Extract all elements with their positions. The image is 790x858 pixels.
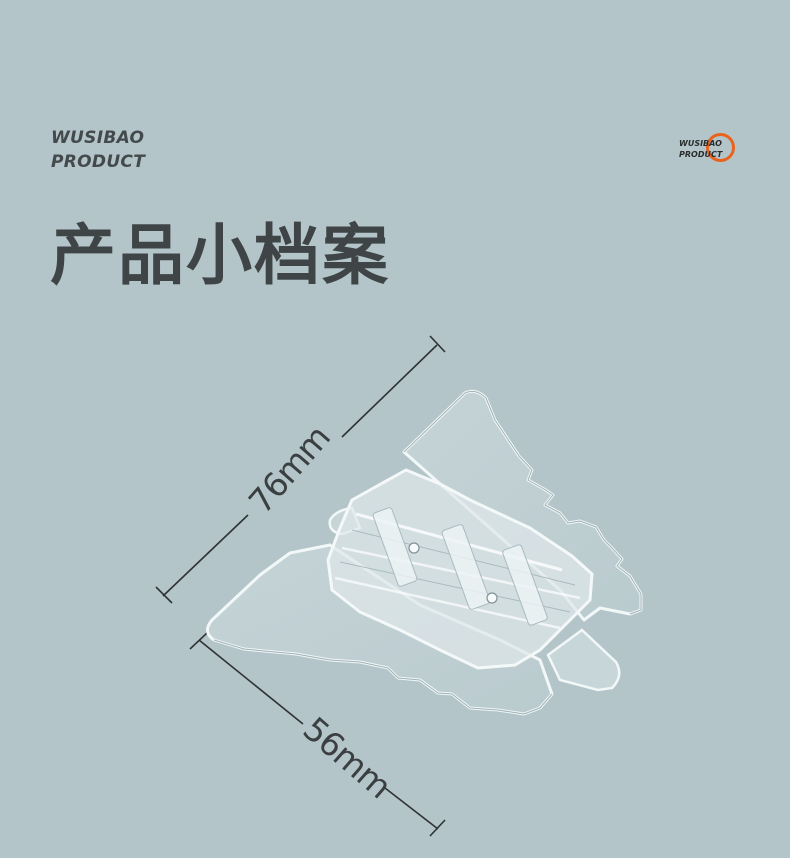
brand-text: WUSIBAO PRODUCT [51, 126, 145, 174]
logo-line2: PRODUCT [679, 150, 723, 159]
logo-line1: WUSIBAO [679, 139, 722, 148]
dimension-line-56mm [189, 632, 446, 837]
screw-hole-icon [486, 592, 498, 604]
brand-logo: WUSIBAO PRODUCT [676, 133, 742, 167]
screw-hole-icon [408, 542, 420, 554]
dimension-line-76mm [155, 335, 446, 604]
brand-line1: WUSIBAO [51, 128, 145, 148]
tab-handle [546, 628, 621, 692]
logo-ring-icon [706, 133, 735, 162]
brand-line2: PRODUCT [51, 152, 146, 172]
lower-wing-plate [206, 543, 554, 716]
hinge-body [326, 468, 594, 670]
page-title: 产品小档案 [50, 217, 390, 294]
